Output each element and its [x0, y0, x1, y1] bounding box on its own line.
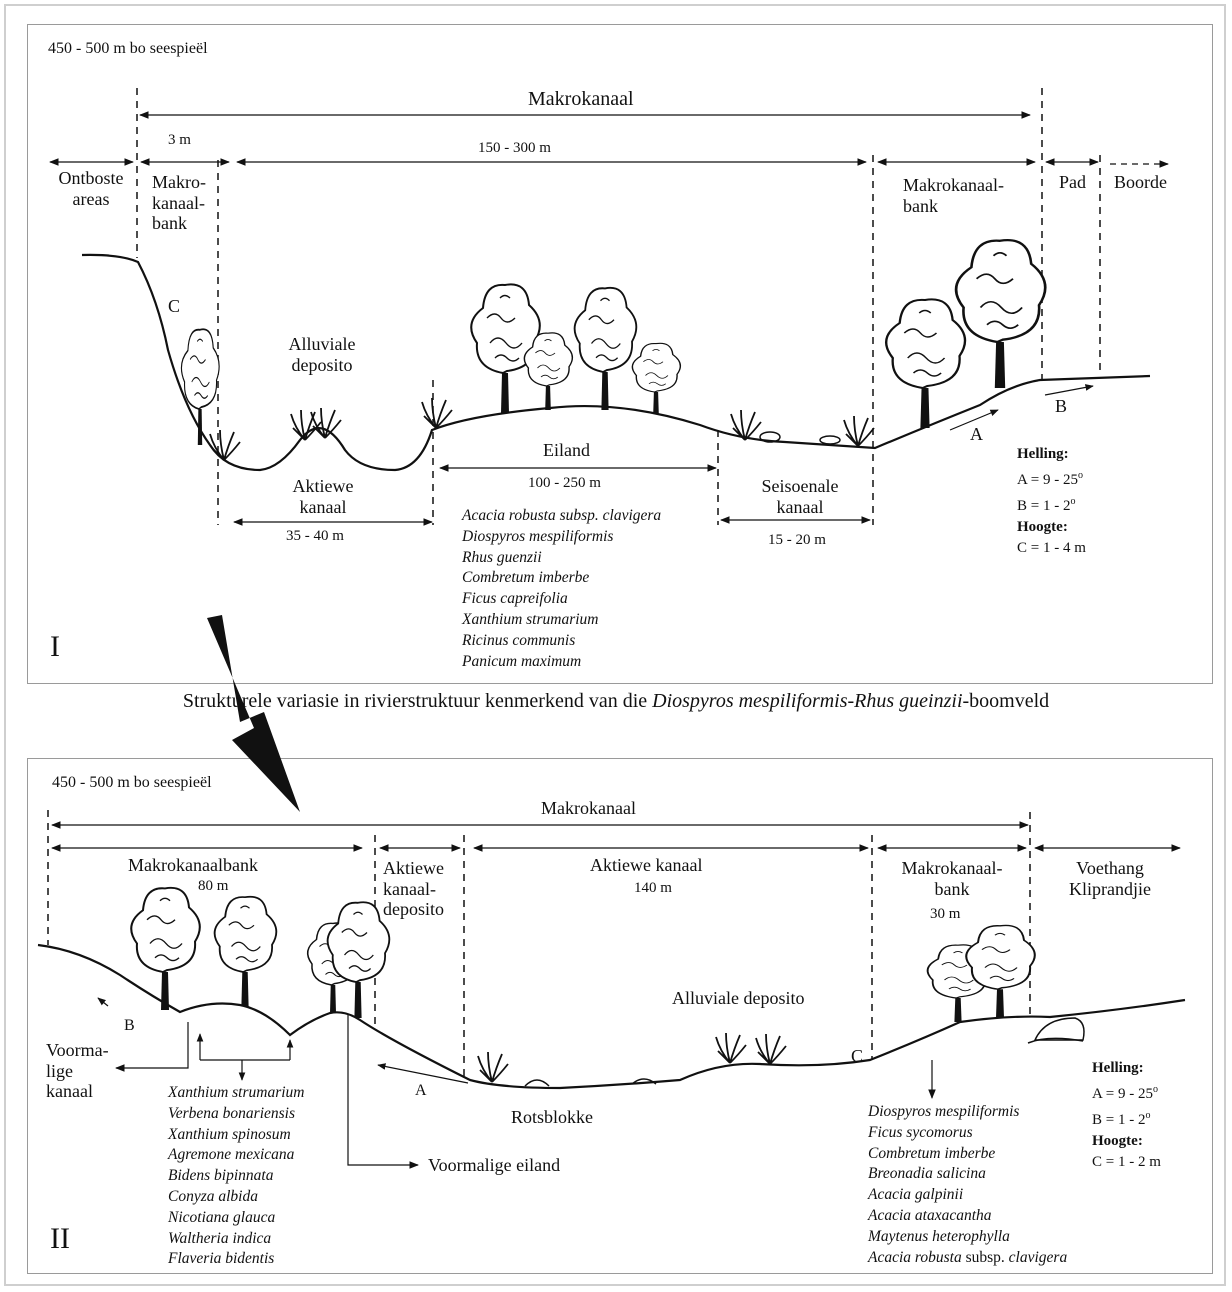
rotsblokke-label: Rotsblokke [511, 1107, 594, 1127]
slope-b-marker: B [1055, 396, 1068, 416]
black-arrow-icon [207, 615, 300, 812]
species-item: Combretum imberbe [462, 569, 590, 587]
makrokanaalbank-right-label: Makrokanaal-bank [903, 175, 1004, 216]
species-item: Acacia ataxacantha [868, 1206, 992, 1224]
dim-eiland-label: 100 - 250 m [528, 475, 601, 491]
dim-3m-label: 3 m [168, 132, 191, 148]
makrokanaal-label-two: Makrokanaal [541, 798, 636, 818]
slope-b-marker-two: B [124, 1017, 135, 1034]
species-item: Agremone mexicana [168, 1146, 295, 1164]
panel-two-left-species-list: Xanthium strumarium Verbena bonariensis … [168, 1083, 305, 1270]
height-c-marker-two: C [851, 1046, 864, 1066]
alluviale-deposito-label-two: Alluviale deposito [672, 988, 805, 1008]
species-item: Acacia galpinii [868, 1186, 964, 1204]
makrokanaalbank-label-two: Makrokanaalbank [128, 855, 258, 875]
page-frame [4, 4, 1226, 1286]
makrokanaal-label: Makrokanaal [528, 88, 634, 110]
species-item: Nicotiana glauca [168, 1208, 276, 1226]
boorde-label: Boorde [1114, 172, 1167, 192]
species-item: Breonadia salicina [868, 1165, 986, 1183]
species-item: Verbena bonariensis [168, 1104, 296, 1122]
pad-label: Pad [1059, 172, 1086, 192]
species-item: Rhus guenzii [462, 548, 542, 566]
species-item: Waltheria indica [168, 1229, 272, 1247]
panel-one-species-list: Acacia robusta subsp. clavigera Diospyro… [462, 506, 661, 672]
slope-height-legend: Helling: A = 9 - 25o B = 1 - 2o Hoogte: … [1017, 446, 1086, 556]
altitude-label-two: 450 - 500 m bo seespieël [52, 774, 212, 791]
height-c-marker: C [168, 296, 181, 316]
slope-height-legend-two: Helling: A = 9 - 25o B = 1 - 2o Hoogte: … [1092, 1060, 1161, 1170]
species-item: Xanthium strumarium [462, 610, 599, 628]
panel-two-right-species-list: Diospyros mespiliformis Ficus sycomorus … [868, 1102, 1067, 1268]
panel-two-numeral: II [50, 1222, 70, 1255]
species-item: Combretum imberbe [868, 1144, 996, 1162]
species-item: Xanthium spinosum [168, 1125, 291, 1143]
species-item: Conyza albida [168, 1187, 258, 1205]
panel-one-frame [27, 24, 1213, 684]
dim-150-300-label: 150 - 300 m [478, 140, 551, 156]
dim-aktiewe-label: 35 - 40 m [286, 528, 344, 544]
species-item: Ricinus communis [462, 631, 576, 649]
species-item: Ficus capreifolia [462, 590, 568, 608]
panel-one-numeral: I [50, 630, 60, 663]
species-item: Flaveria bidentis [168, 1250, 275, 1268]
species-item: Acacia robusta subsp. clavigera [868, 1248, 1068, 1266]
makrokanaalbank-left-label: Makro-kanaal-bank [152, 172, 206, 234]
species-item: Xanthium strumarium [168, 1084, 305, 1101]
slope-a-marker: A [970, 424, 983, 444]
species-item: Ficus sycomorus [868, 1123, 973, 1141]
makrokanaalbank-right-label-two: Makrokanaal-bank [901, 858, 1003, 899]
dim-30-label: 30 m [930, 906, 961, 922]
slope-a-marker-two: A [415, 1082, 427, 1099]
species-item: Diospyros mespiliformis [462, 527, 614, 545]
figure-caption: Strukturele variasie in rivierstruktuur … [182, 690, 1050, 712]
dim-140-label: 140 m [634, 880, 672, 896]
species-item: Bidens bipinnata [168, 1167, 274, 1185]
species-item: Acacia robusta subsp. clavigera [462, 507, 662, 524]
altitude-label: 450 - 500 m bo seespieël [48, 40, 208, 57]
eiland-label: Eiland [543, 440, 590, 460]
aktiewe-kanaal-label-two: Aktiewe kanaal [590, 855, 703, 875]
voormalige-eiland-label: Voormalige eiland [428, 1155, 561, 1175]
species-item: Panicum maximum [462, 652, 582, 670]
species-item: Diospyros mespiliformis [868, 1103, 1020, 1120]
dim-seisoenale-label: 15 - 20 m [768, 532, 826, 548]
dim-80-label: 80 m [198, 878, 229, 894]
species-item: Maytenus heterophylla [868, 1227, 1010, 1245]
